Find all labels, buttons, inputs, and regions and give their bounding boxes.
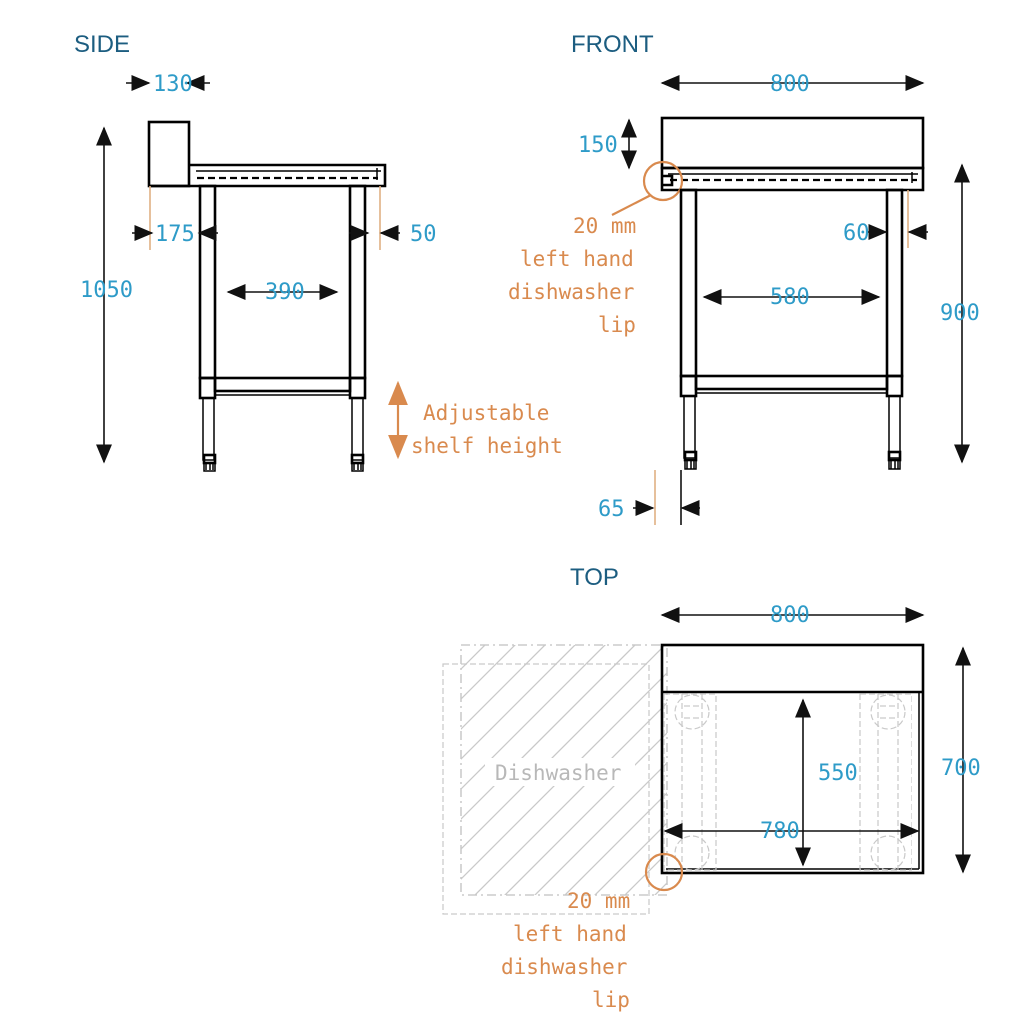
front-dim-900-label: 900 [940, 301, 980, 326]
top-dishwasher-outline [460, 644, 668, 896]
side-worktop [149, 163, 387, 188]
side-view: SIDE 130 1050 [74, 31, 563, 472]
side-dim-1050: 1050 [80, 126, 133, 464]
side-dim-175: 175 [132, 222, 218, 247]
top-note-dishwasher-lip: 20 mm left hand dishwasher lip [501, 889, 630, 1012]
top-dishwasher-label: Dishwasher [495, 761, 621, 785]
front-dishwasher-lip-profile [662, 174, 674, 187]
front-leg-left-lower [683, 395, 696, 459]
top-dishwasher-label-bg [485, 758, 635, 786]
front-lip-callout-circle [642, 160, 684, 202]
top-lip-note-line1: 20 mm [567, 889, 630, 913]
top-ghost-foot-tl [674, 694, 710, 730]
top-ghost-foot-tr [870, 694, 906, 730]
front-dim-150: 150 [578, 118, 637, 170]
top-table-outline [660, 643, 925, 875]
adjustable-shelf-note-line2: shelf height [411, 434, 563, 458]
side-leg-rear-lower [202, 397, 215, 461]
side-dim-390: 390 [226, 280, 339, 305]
front-lip-note-line2: left hand [520, 247, 634, 271]
front-dim-65: 65 [598, 497, 700, 522]
top-ghost-foot-bl [674, 835, 710, 871]
top-dim-700: 700 [941, 646, 981, 874]
top-lip-note-line2: left hand [513, 922, 627, 946]
top-lip-note-line3: dishwasher [501, 955, 627, 979]
front-worktop [660, 166, 925, 192]
top-dishwasher-ghost: Dishwasher [442, 644, 668, 915]
front-note-dishwasher-lip: 20 mm left hand dishwasher lip [508, 214, 636, 337]
side-undershelf [213, 376, 352, 396]
front-lip-callout-leader [611, 194, 652, 216]
top-dishwasher-outline-offset [442, 663, 650, 915]
front-dim-580-label: 580 [770, 285, 810, 310]
side-foot-front-base [351, 462, 364, 472]
side-legs [198, 184, 367, 472]
front-view-title: FRONT [571, 31, 654, 58]
top-dim-700-label: 700 [941, 756, 981, 781]
front-lip-note-line1: 20 mm [573, 214, 636, 238]
top-dim-550-label: 550 [818, 761, 858, 786]
side-dim-130: 130 [126, 72, 210, 97]
front-undershelf [694, 374, 889, 394]
top-dim-780: 780 [663, 819, 920, 844]
front-dim-580: 580 [702, 285, 881, 310]
front-foot-right-thread [890, 460, 899, 469]
top-dim-800: 800 [660, 603, 925, 628]
side-dim-130-label: 130 [153, 72, 193, 97]
side-foot-front-thread [353, 463, 362, 470]
top-dim-780-label: 780 [760, 819, 800, 844]
side-dim-1050-label: 1050 [80, 278, 133, 303]
side-leg-front-lower [351, 397, 364, 461]
top-lip-note-line4: lip [592, 988, 630, 1012]
side-note-adjustable-shelf: Adjustable shelf height [388, 380, 563, 460]
front-lip-note-line3: dishwasher [508, 280, 634, 304]
side-dim-50-label: 50 [410, 222, 437, 247]
top-view: TOP 800 Dishwasher [442, 564, 981, 1012]
top-ghost-legs [663, 693, 912, 871]
top-view-title: TOP [570, 564, 619, 591]
top-lip-callout-circle [644, 852, 684, 892]
front-dim-60: 60 [843, 221, 928, 246]
front-dim-65-label: 65 [598, 497, 625, 522]
front-dim-900: 900 [940, 163, 980, 464]
front-view: FRONT 800 150 20 mm left hand dishwasher… [508, 31, 980, 525]
side-foot-rear-base [203, 462, 216, 472]
front-dim-800: 800 [660, 72, 925, 97]
side-view-title: SIDE [74, 31, 130, 58]
front-leg-right-lower [888, 395, 901, 459]
adjustable-shelf-note-line1: Adjustable [423, 401, 549, 425]
side-foot-rear-thread [205, 463, 214, 470]
front-lip-note-line4: lip [598, 313, 636, 337]
front-dim-800-label: 800 [770, 72, 810, 97]
front-dim-150-label: 150 [578, 133, 618, 158]
top-dim-800-label: 800 [770, 603, 810, 628]
top-ghost-foot-br [870, 835, 906, 871]
side-dim-50: 50 [349, 222, 437, 247]
front-foot-left-thread [686, 460, 695, 469]
front-dim-60-label: 60 [843, 221, 870, 246]
side-dim-390-label: 390 [265, 280, 305, 305]
side-dim-175-label: 175 [155, 222, 195, 247]
